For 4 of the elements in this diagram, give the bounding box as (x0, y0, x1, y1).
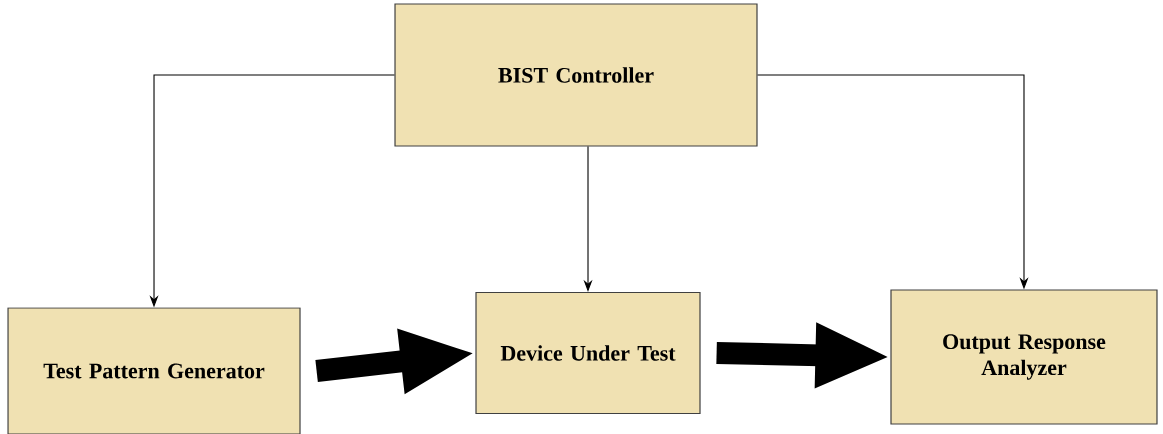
process-box: Test Pattern Generator (7, 307, 301, 434)
process-box: BIST Controller (394, 3, 758, 147)
process-box: Output Response Analyzer (890, 289, 1158, 425)
process-box: Device Under Test (475, 291, 701, 415)
